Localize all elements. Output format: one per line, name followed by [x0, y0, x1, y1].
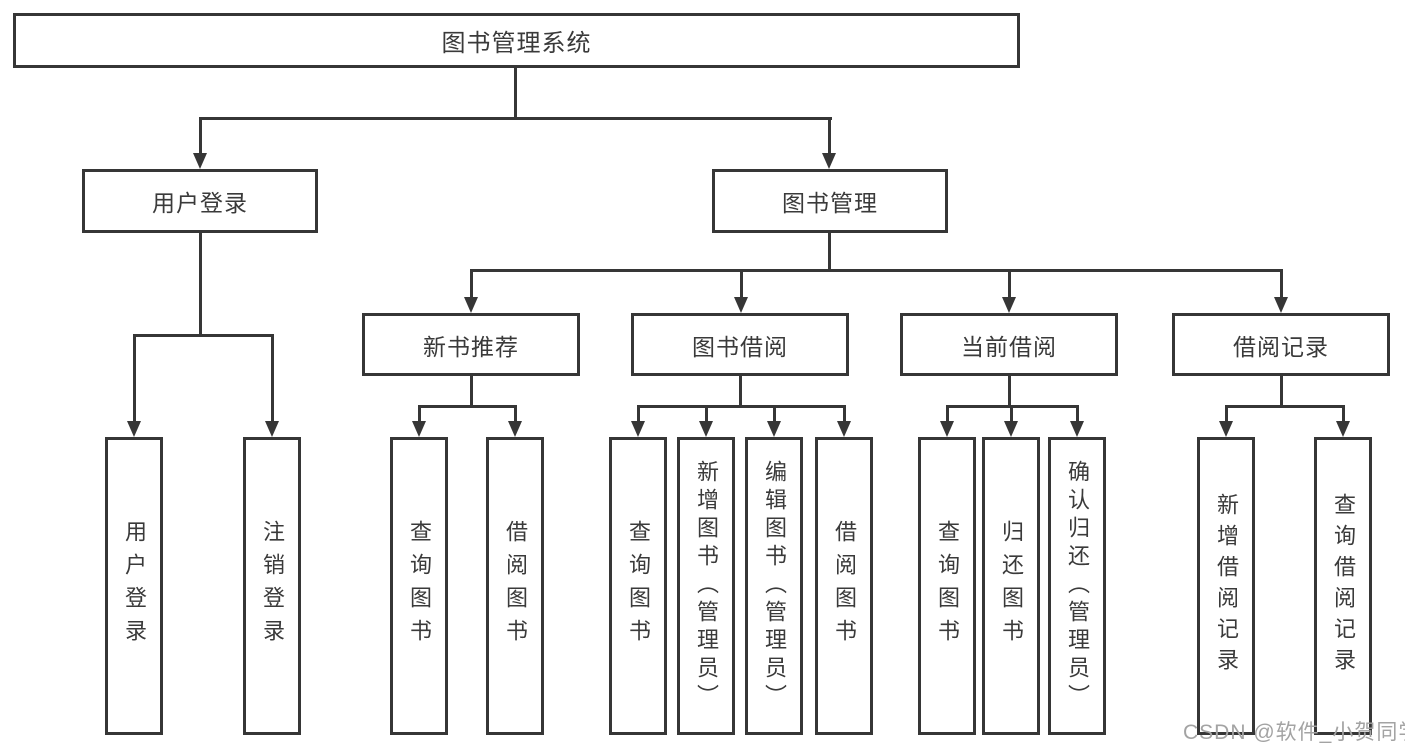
arrow-down-icon [734, 297, 748, 313]
connector-root-stem [514, 67, 517, 118]
arrow-down-icon [767, 421, 781, 437]
arrow-down-icon [1336, 421, 1350, 437]
connector-leaf-drop [705, 405, 708, 423]
connector-to-leaf-user-login [133, 334, 136, 424]
csdn-watermark: CSDN @软件_小贺同学 [1183, 721, 1405, 744]
arrow-down-icon [193, 153, 207, 169]
arrow-down-icon [127, 421, 141, 437]
leaf-records-query-record: 查询借阅记录 [1314, 437, 1372, 735]
connector-leaf-drop [418, 405, 421, 423]
connector-to-user-login [199, 117, 202, 157]
connector-leaf-drop [514, 405, 517, 423]
connector-leaf-drop [843, 405, 846, 423]
arrow-down-icon [1274, 297, 1288, 313]
arrow-down-icon [1002, 297, 1016, 313]
connector-recommend-stem [470, 376, 473, 408]
connector-leaf-drop [1225, 405, 1228, 423]
connector-borrowing-branch [637, 405, 846, 408]
connector-book-mgmt-branch [470, 269, 1283, 272]
connector-current-stem [1008, 376, 1011, 408]
arrow-down-icon [1219, 421, 1233, 437]
leaf-current-confirm-return-admin: 确认归还（管理员） [1048, 437, 1106, 735]
arrow-down-icon [464, 297, 478, 313]
connector-recommend-branch [418, 405, 517, 408]
arrow-down-icon [822, 153, 836, 169]
connector-to-leaf-logout [271, 334, 274, 424]
leaf-recommend-query-books: 查询图书 [390, 437, 448, 735]
arrow-down-icon [1004, 421, 1018, 437]
connector-records-stem [1280, 376, 1283, 408]
arrow-down-icon [265, 421, 279, 437]
connector-leaf-drop [1342, 405, 1345, 423]
leaf-user-login: 用户登录 [105, 437, 163, 735]
connector-to-new-book-recommend [470, 269, 473, 300]
node-current-borrowing: 当前借阅 [900, 313, 1118, 376]
leaf-recommend-borrow-books: 借阅图书 [486, 437, 544, 735]
node-root: 图书管理系统 [13, 13, 1020, 68]
leaf-borrowing-query-books: 查询图书 [609, 437, 667, 735]
connector-user-login-stem [199, 233, 202, 337]
connector-user-login-branch [133, 334, 274, 337]
connector-borrowing-stem [739, 376, 742, 408]
connector-leaf-drop [946, 405, 949, 423]
connector-leaf-drop [773, 405, 776, 423]
connector-to-current-borrowing [1008, 269, 1011, 300]
leaf-borrowing-edit-books-admin: 编辑图书（管理员） [745, 437, 803, 735]
leaf-borrowing-borrow-books: 借阅图书 [815, 437, 873, 735]
arrow-down-icon [1070, 421, 1084, 437]
leaf-logout: 注销登录 [243, 437, 301, 735]
leaf-records-add-record: 新增借阅记录 [1197, 437, 1255, 735]
connector-to-borrowing-records [1280, 269, 1283, 300]
leaf-borrowing-add-books-admin: 新增图书（管理员） [677, 437, 735, 735]
connector-leaf-drop [1076, 405, 1079, 423]
node-book-management: 图书管理 [712, 169, 948, 233]
arrow-down-icon [412, 421, 426, 437]
arrow-down-icon [631, 421, 645, 437]
connector-root-branch [199, 117, 832, 120]
connector-leaf-drop [1010, 405, 1013, 423]
connector-records-branch [1225, 405, 1345, 408]
connector-to-book-management [828, 117, 831, 157]
node-user-login: 用户登录 [82, 169, 318, 233]
arrow-down-icon [508, 421, 522, 437]
connector-leaf-drop [637, 405, 640, 423]
node-book-borrowing: 图书借阅 [631, 313, 849, 376]
leaf-current-return-books: 归还图书 [982, 437, 1040, 735]
arrow-down-icon [837, 421, 851, 437]
connector-book-mgmt-stem [828, 233, 831, 272]
node-new-book-recommend: 新书推荐 [362, 313, 580, 376]
node-borrowing-records: 借阅记录 [1172, 313, 1390, 376]
arrow-down-icon [940, 421, 954, 437]
leaf-current-query-books: 查询图书 [918, 437, 976, 735]
arrow-down-icon [699, 421, 713, 437]
connector-to-book-borrowing [740, 269, 743, 300]
